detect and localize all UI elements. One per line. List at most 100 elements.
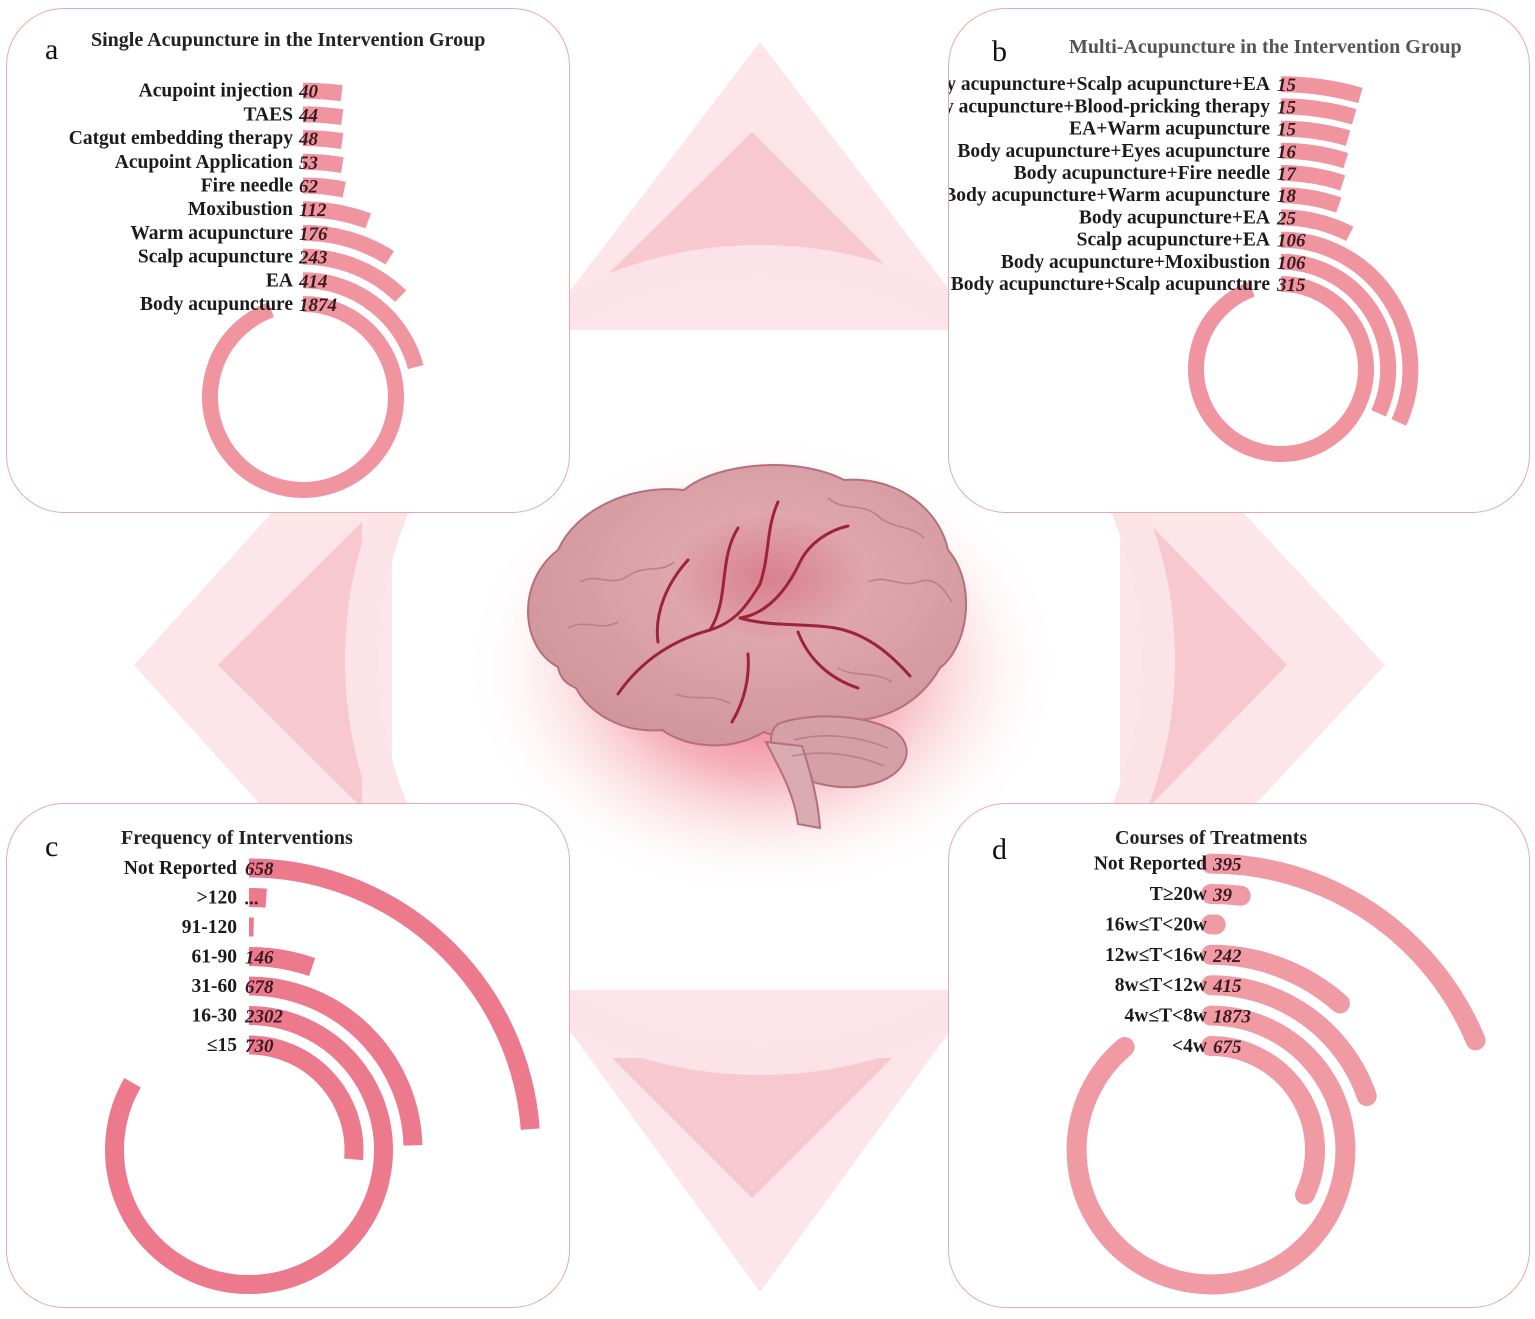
bar-d-0: [1201, 853, 1486, 1051]
bar-a-0: [302, 82, 343, 102]
bar-b-7: [1280, 231, 1419, 426]
category-label: 12w≤T<16w: [1105, 945, 1207, 966]
category-label: Body acupuncture+Scalp acupuncture+EA: [949, 74, 1270, 95]
category-label: Body acupuncture+Scalp acupuncture: [951, 274, 1271, 295]
category-label: Not Reported: [124, 858, 237, 879]
category-label: Acupoint Application: [115, 152, 293, 173]
value-label: 112: [299, 200, 327, 221]
bar-a-9: [202, 296, 404, 498]
chart-title: Single Acupuncture in the Intervention G…: [91, 29, 485, 51]
chart-title: Courses of Treatments: [1115, 827, 1307, 849]
value-label: 243: [298, 248, 328, 269]
value-label: 16: [1277, 142, 1297, 163]
value-label: 658: [245, 859, 274, 880]
arrow-top-inner: [610, 132, 892, 272]
category-label: Acupoint injection: [139, 81, 294, 102]
value-label: 17: [1277, 164, 1298, 185]
bar-b-2: [1280, 120, 1351, 146]
bar-a-6: [302, 224, 395, 265]
center-ring: [345, 245, 1175, 1075]
brain-vessels: [616, 500, 912, 724]
category-label: Body acupuncture+Warm acupuncture: [949, 185, 1270, 206]
category-label: Body acupuncture+Eyes acupuncture: [957, 141, 1270, 162]
bar-d-1: [1201, 884, 1251, 906]
value-label: 146: [245, 948, 274, 969]
category-label: Not Reported: [1094, 854, 1207, 875]
arrow-bottom-inner: [612, 1058, 892, 1198]
category-label: 61-90: [192, 947, 238, 968]
value-label: 15: [1277, 120, 1297, 141]
category-label: Body acupuncture+EA: [1079, 207, 1270, 228]
value-label: 730: [245, 1036, 274, 1057]
category-label: Scalp acupuncture+EA: [1077, 230, 1270, 251]
bar-d-5: [1066, 1005, 1356, 1295]
bar-b-8: [1280, 253, 1397, 417]
bar-b-4: [1280, 165, 1346, 191]
value-label: 15: [1277, 75, 1297, 96]
value-label: 53: [299, 153, 318, 174]
category-label: Catgut embedding therapy: [69, 128, 294, 149]
category-label: Warm acupuncture: [130, 223, 293, 244]
value-label: 675: [1213, 1037, 1242, 1058]
value-label: ...: [245, 889, 259, 910]
bar-a-4: [302, 177, 346, 198]
chart-single-acupuncture: a Single Acupuncture in the Intervention …: [45, 29, 485, 498]
bar-c-4: [248, 976, 423, 1146]
category-label: Body acupuncture: [140, 294, 293, 315]
brain-gyri: [567, 497, 953, 767]
bar-b-3: [1280, 142, 1349, 169]
value-label: 2302: [244, 1007, 284, 1028]
panel-multi-acupuncture: b Multi-Acupuncture in the Intervention G…: [948, 8, 1530, 513]
value-label: 414: [298, 271, 328, 292]
bar-d-6: [1201, 1036, 1325, 1205]
value-label: 415: [1212, 976, 1242, 997]
category-label: 91-120: [182, 917, 237, 938]
bar-c-1: [248, 888, 267, 908]
bar-b-0: [1280, 76, 1363, 104]
category-label: EA: [266, 270, 293, 291]
value-label: 678: [245, 977, 274, 998]
panel-single-acupuncture: a Single Acupuncture in the Intervention …: [6, 8, 570, 513]
bar-b-6: [1280, 209, 1354, 242]
bar-a-1: [302, 106, 344, 126]
category-label: EA+Warm acupuncture: [1069, 119, 1270, 140]
value-label: 15: [1277, 97, 1297, 118]
value-label: 315: [1276, 275, 1306, 296]
category-label: 4w≤T<8w: [1125, 1006, 1208, 1027]
category-label: TAES: [244, 104, 294, 125]
brain-illustration: [463, 435, 1063, 899]
value-label: 395: [1212, 855, 1242, 876]
bar-c-0: [248, 858, 540, 1130]
value-label: 25: [1276, 208, 1297, 229]
panel-letter: d: [992, 833, 1007, 866]
bar-a-2: [302, 130, 344, 150]
panel-letter: a: [45, 33, 58, 66]
panel-letter: b: [992, 35, 1007, 68]
value-label: 48: [298, 129, 319, 150]
category-label: 8w≤T<12w: [1115, 975, 1207, 996]
bar-a-5: [302, 201, 371, 229]
value-label: 40: [298, 82, 319, 103]
value-label: 176: [299, 224, 328, 245]
bar-b-9: [1188, 276, 1374, 462]
bar-a-3: [302, 153, 344, 174]
category-label: Body acupuncture+Fire needle: [1014, 163, 1271, 184]
bar-c-6: [248, 1035, 364, 1161]
bar-d-3: [1201, 944, 1350, 1014]
value-label: 18: [1277, 186, 1297, 207]
value-label: 106: [1277, 253, 1306, 274]
brain-stem: [764, 740, 822, 830]
arrow-right-inner: [1148, 522, 1287, 808]
chart-title: Multi-Acupuncture in the Intervention Gr…: [1069, 36, 1462, 58]
value-label: 1873: [1213, 1007, 1251, 1028]
chart-title: Frequency of Interventions: [121, 827, 353, 849]
value-label: 44: [298, 105, 318, 126]
arrow-left-inner: [218, 522, 362, 808]
category-label: 16-30: [192, 1006, 238, 1027]
category-label: >120: [197, 888, 237, 909]
